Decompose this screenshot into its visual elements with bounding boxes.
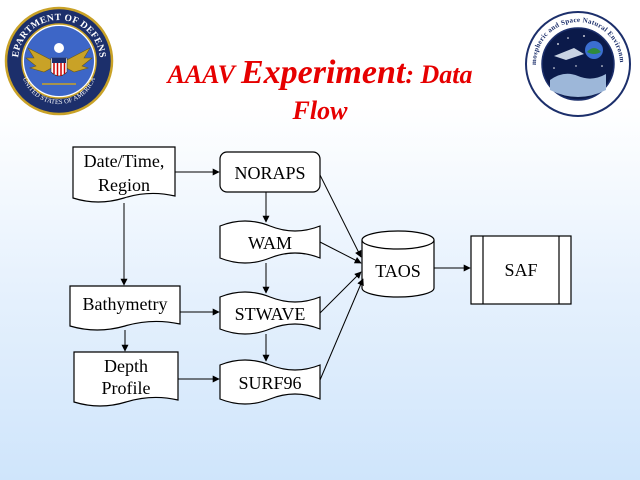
noraps-process-box: NORAPS [219, 151, 321, 193]
saf-label: SAF [504, 260, 537, 280]
title-part-flow: Flow [292, 96, 348, 125]
department-of-defense-seal: DEPARTMENT OF DEFENSE UNITED STATES OF A… [4, 6, 114, 116]
taos-database-cylinder: TAOS [361, 230, 435, 298]
title-part-experiment: Experiment [240, 54, 406, 91]
wam-label: WAM [248, 233, 292, 253]
wam-tape-box: WAM [219, 220, 321, 264]
title-part-data: : Data [405, 60, 473, 89]
noraps-label: NORAPS [234, 163, 305, 183]
depth-label: Depth [104, 356, 148, 376]
arrow-stwave-to-taos [319, 271, 362, 314]
saf-process-box: SAF [470, 235, 572, 305]
bathymetry-label: Bathymetry [83, 294, 168, 314]
arrow-surf96-to-taos [319, 278, 364, 381]
title-part-aaav: AAAV [167, 60, 241, 89]
natural-environment-seal: Atmospheric and Space Natural Environmen… [524, 10, 631, 117]
surf96-tape-box: SURF96 [219, 359, 321, 405]
arrow-wam-to-taos [319, 241, 362, 264]
arrow-noraps-to-taos [319, 174, 362, 258]
depth-profile-document: Depth Profile [73, 351, 179, 407]
slide-title: AAAV Experiment: Data Flow [110, 56, 530, 124]
taos-label: TAOS [375, 261, 421, 281]
surf96-label: SURF96 [238, 373, 301, 393]
stwave-label: STWAVE [235, 304, 306, 324]
stwave-tape-box: STWAVE [219, 291, 321, 335]
profile-label: Profile [102, 378, 151, 398]
date-time-region-document: Date/Time, Region [72, 146, 176, 203]
bathymetry-document: Bathymetry [69, 285, 181, 331]
region-label: Region [98, 175, 150, 195]
date-time-label: Date/Time, [84, 151, 165, 171]
